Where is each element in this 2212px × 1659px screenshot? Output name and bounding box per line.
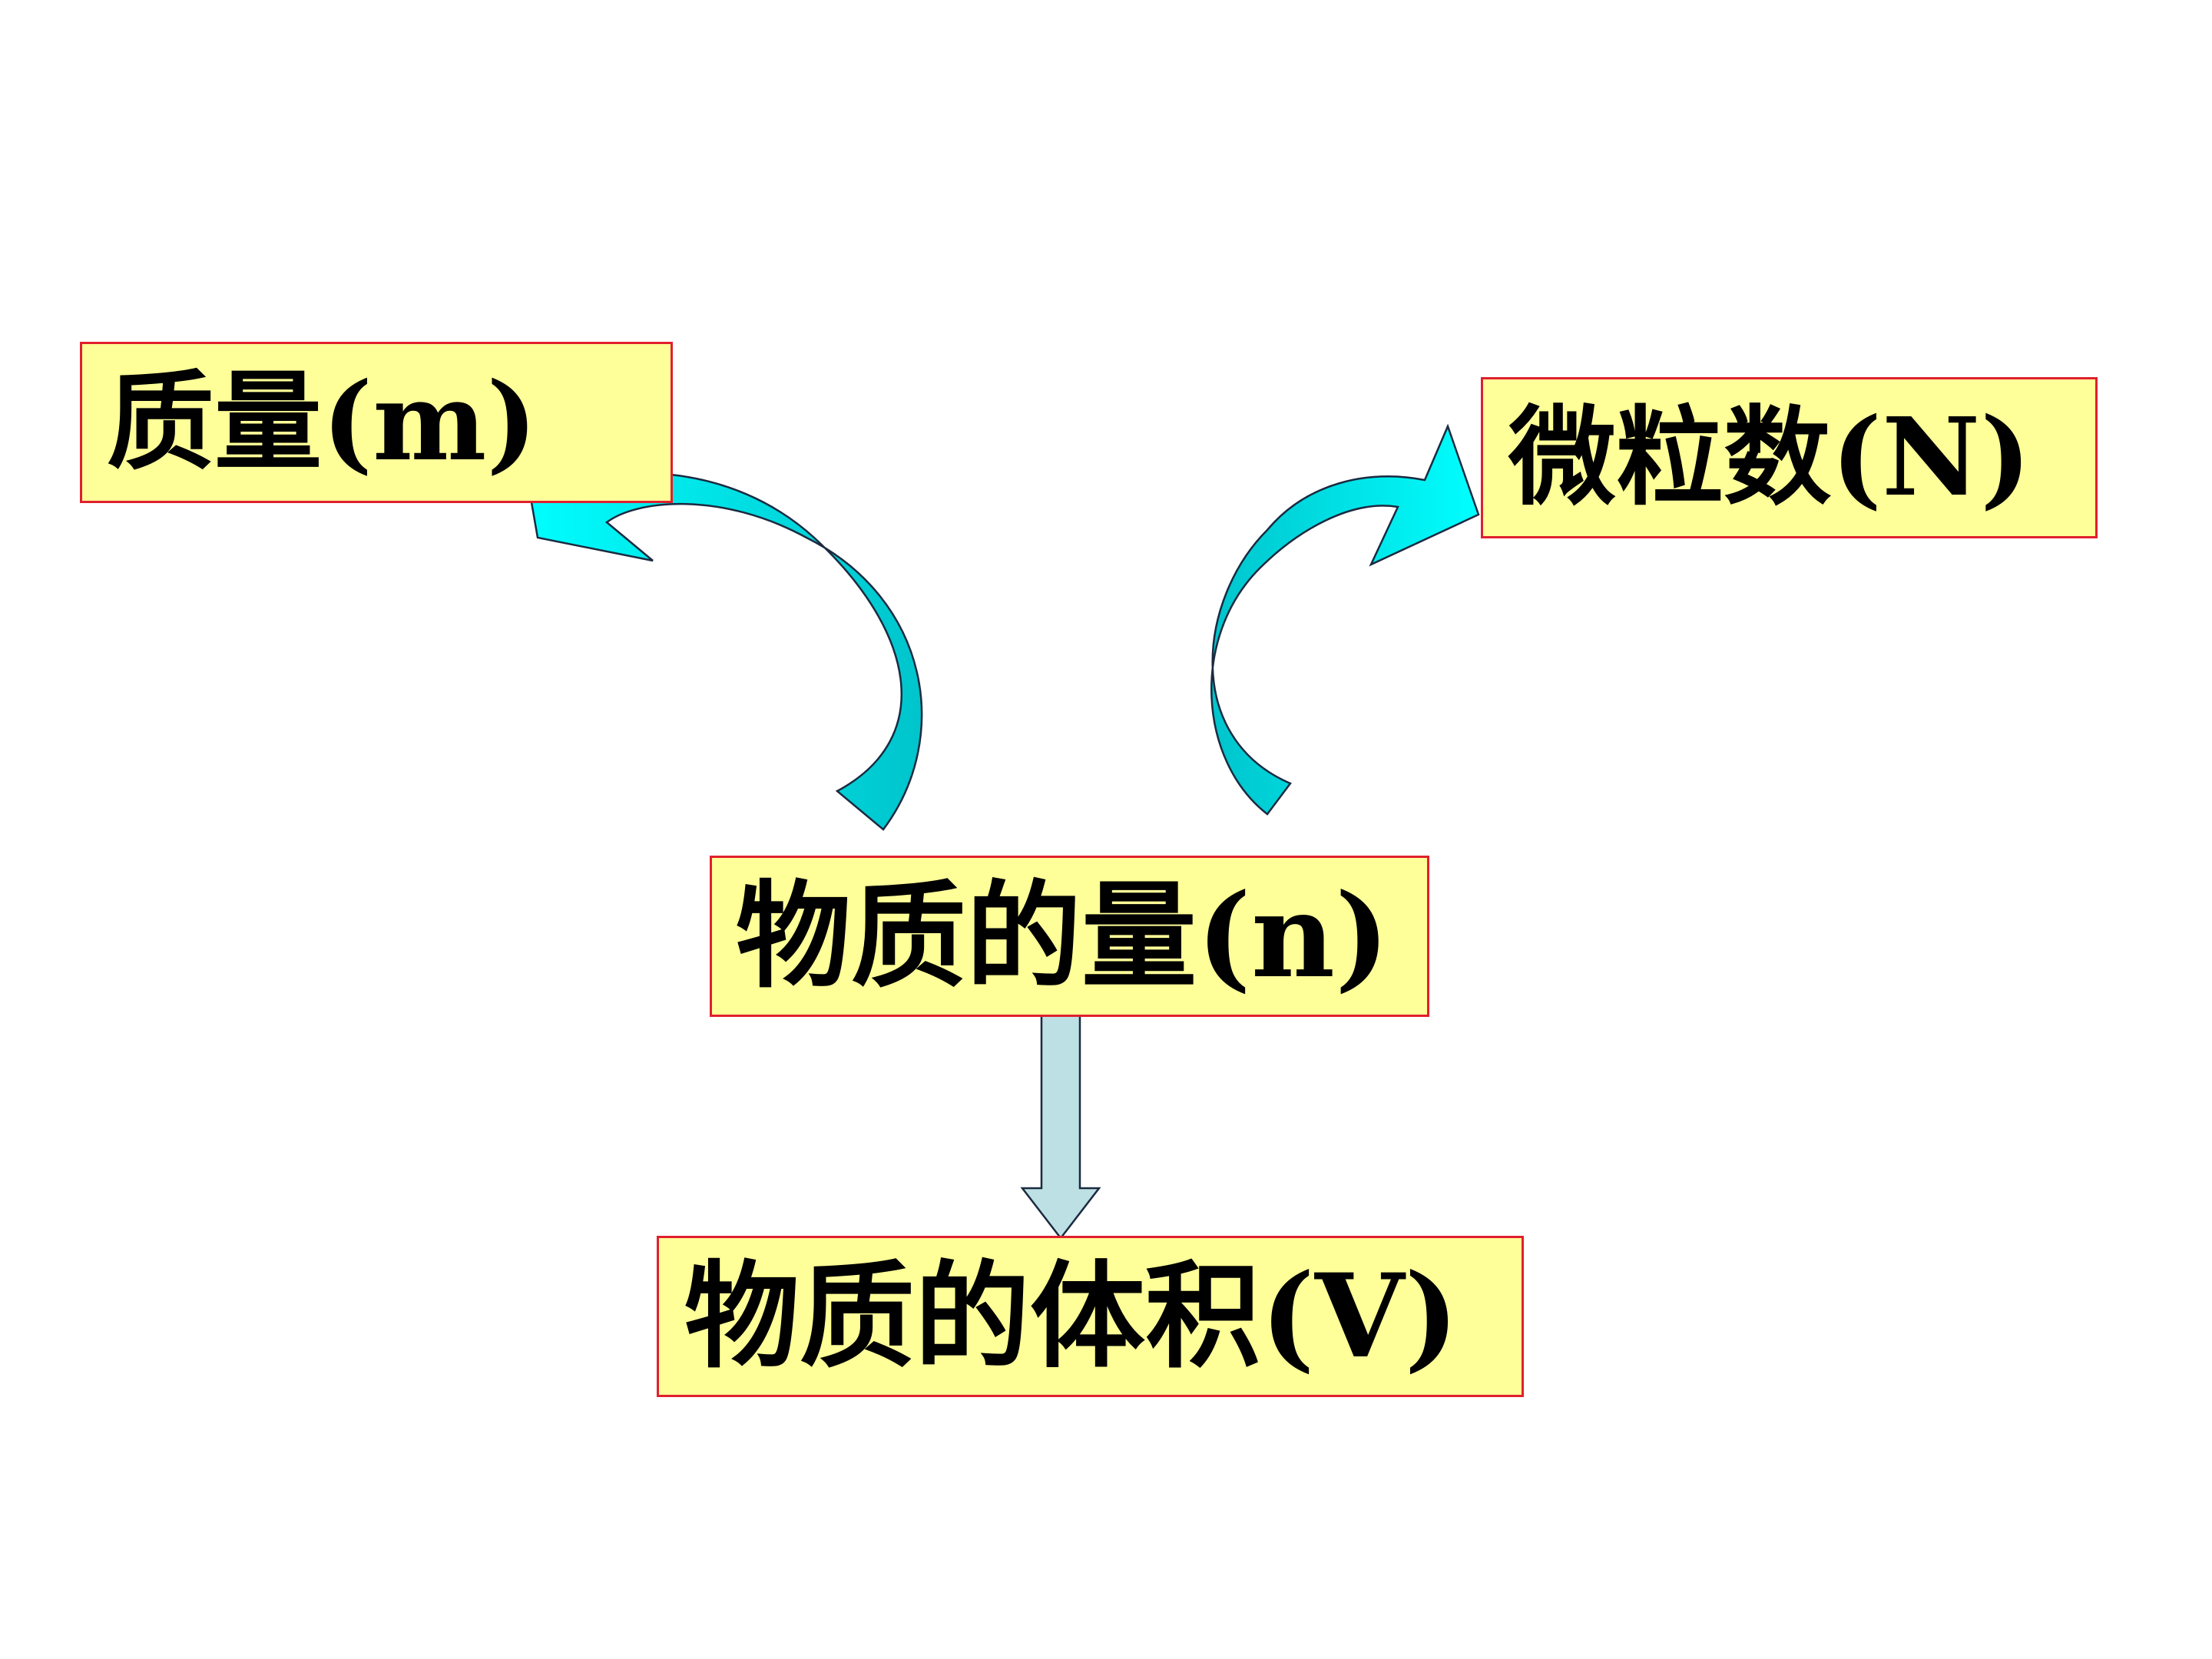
node-amount-of-substance-label: 物质的量(n) (736, 869, 1390, 1004)
curved-arrow-to-particles (1210, 423, 1480, 816)
down-arrow-to-volume (1020, 1005, 1101, 1240)
node-volume-label: 物质的体积(V) (684, 1249, 1459, 1384)
node-mass: 质量(m) (80, 342, 673, 503)
node-amount-of-substance: 物质的量(n) (710, 856, 1429, 1017)
node-particle-count: 微粒数(N) (1481, 377, 2098, 538)
curved-arrow-to-mass (521, 446, 923, 831)
node-particle-count-label: 微粒数(N) (1508, 395, 2032, 521)
node-volume: 物质的体积(V) (657, 1236, 1524, 1397)
node-mass-label: 质量(m) (107, 359, 538, 485)
